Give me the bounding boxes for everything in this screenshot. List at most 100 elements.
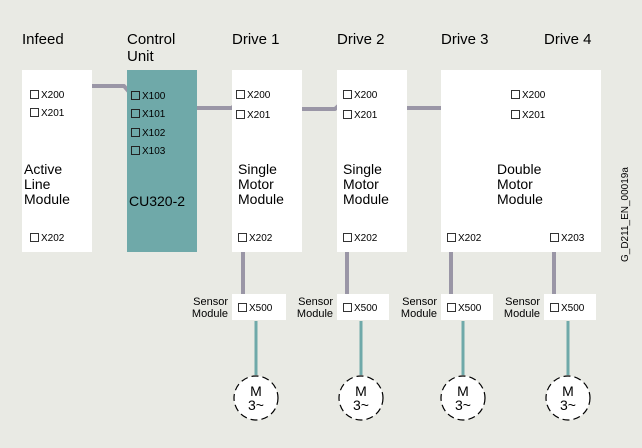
sensor-1-port-x500: X500 [238,303,272,315]
port-label: X200 [41,90,65,101]
motor-2-label: M 3~ [344,384,378,412]
port-icon [447,233,456,242]
port-label: X200 [522,90,546,101]
header-control-unit: Control Unit [127,31,175,65]
document-id-label: G_D211_EN_00019a [620,167,631,262]
port-label: X202 [249,233,273,244]
motor-label-line1: M [250,383,262,399]
port-label: X202 [354,233,378,244]
port-icon [131,128,140,137]
alm-port-x202: X202 [30,233,64,245]
motor-label-line2: 3~ [455,397,471,413]
sensor-module-1-label: Sensor Module [180,296,228,320]
sensor-label-line1: Sensor [505,296,540,308]
port-label: X101 [142,109,166,120]
motor-4-symbol [545,375,591,421]
sensor-module-1: X500 [232,294,286,320]
sensor-label-line1: Sensor [298,296,333,308]
port-label: X201 [354,110,378,121]
port-label: X103 [142,146,166,157]
single-motor-module-1: X200 X201 Single Motor Module X202 [232,70,302,252]
double-motor-module: X200 X201 Double Motor Module X202 X203 [441,70,601,252]
dmm-name-line3: Module [497,191,543,207]
header-drive4: Drive 4 [544,31,592,48]
smm2-name-line3: Module [343,191,389,207]
port-icon [236,90,245,99]
port-icon [30,233,39,242]
dmm-port-x200: X200 [511,90,545,102]
motor-1-symbol [233,375,279,421]
sensor-label-line2: Module [191,308,228,320]
smm1-port-x200: X200 [236,90,270,102]
port-icon [343,90,352,99]
alm-name: Active Line Module [24,162,70,207]
smm2-port-x202: X202 [343,233,377,245]
sensor-label-line1: Sensor [402,296,437,308]
alm-port-x200: X200 [30,90,64,102]
port-label: X102 [142,128,166,139]
motor-label-line2: 3~ [248,397,264,413]
port-icon [550,303,559,312]
port-icon [343,110,352,119]
header-drive2: Drive 2 [337,31,385,48]
alm-name-line1: Active [24,161,63,177]
header-control-unit-line1: Control [127,31,176,48]
port-label: X500 [249,303,273,314]
port-label: X201 [41,108,65,119]
cu-port-x101: X101 [131,109,165,121]
motor-label-line1: M [562,383,574,399]
motor-label-line2: 3~ [560,397,576,413]
cu-port-x102: X102 [131,128,165,140]
dmm-name-line1: Double [497,161,542,177]
port-icon [511,90,520,99]
port-label: X200 [247,90,271,101]
dmm-name: Double Motor Module [497,162,543,207]
port-icon [343,303,352,312]
sensor-label-line2: Module [400,308,437,320]
single-motor-module-2: X200 X201 Single Motor Module X202 [337,70,407,252]
smm1-name-line2: Motor [238,176,274,192]
dmm-port-x201: X201 [511,110,545,122]
smm1-port-x202: X202 [238,233,272,245]
alm-name-line2: Line [24,176,51,192]
port-label: X500 [561,303,585,314]
motor-3-symbol [440,375,486,421]
sensor-2-port-x500: X500 [343,303,377,315]
smm1-name-line1: Single [238,161,277,177]
port-label: X201 [247,110,271,121]
header-drive1: Drive 1 [232,31,280,48]
dmm-port-x202: X202 [447,233,481,245]
active-line-module: X200 X201 Active Line Module X202 [22,70,92,252]
header-drive3: Drive 3 [441,31,489,48]
smm2-name-line2: Motor [343,176,379,192]
port-icon [511,110,520,119]
port-icon [550,233,559,242]
sensor-4-port-x500: X500 [550,303,584,315]
port-icon [236,110,245,119]
port-label: X100 [142,91,166,102]
smm1-port-x201: X201 [236,110,270,122]
port-icon [30,108,39,117]
header-control-unit-line2: Unit [127,48,154,65]
sensor-module-2-label: Sensor Module [287,296,333,320]
sensor-label-line2: Module [503,308,540,320]
motor-1-label: M 3~ [239,384,273,412]
port-icon [30,90,39,99]
port-icon [131,109,140,118]
sensor-label-line1: Sensor [193,296,228,308]
motor-3-label: M 3~ [446,384,480,412]
port-label: X202 [41,233,65,244]
port-icon [238,303,247,312]
motor-2-symbol [338,375,384,421]
port-icon [343,233,352,242]
header-infeed: Infeed [22,31,64,48]
alm-name-line3: Module [24,191,70,207]
port-label: X200 [354,90,378,101]
port-label: X201 [522,110,546,121]
cu-name: CU320-2 [129,193,186,209]
port-icon [131,91,140,100]
smm2-port-x200: X200 [343,90,377,102]
port-icon [447,303,456,312]
